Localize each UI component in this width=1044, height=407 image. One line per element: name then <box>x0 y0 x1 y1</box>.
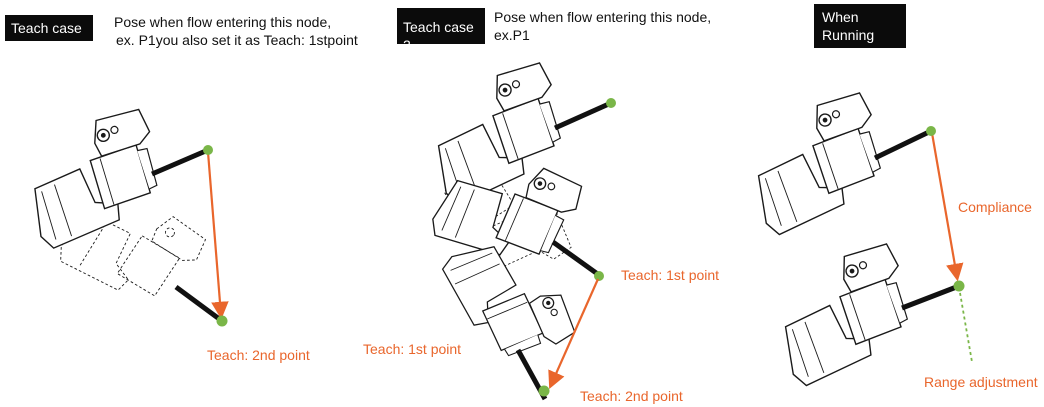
teach-case-2-tag: Teach case 2 <box>397 8 485 53</box>
when-running-line1: When Running <box>822 9 875 43</box>
running-tool-bottom <box>901 283 960 311</box>
case1-note-line1: Pose when flow entering this node, <box>114 14 332 30</box>
case2-arrow <box>548 278 600 390</box>
case1-ghost-tool <box>174 284 224 324</box>
case1-tool <box>151 147 209 177</box>
case1-second-point <box>216 315 228 327</box>
running-start-point <box>926 126 936 136</box>
running-robot-top <box>740 90 895 238</box>
case1-robot <box>18 107 170 251</box>
case1-note-line2: ex. P1you also set it as Teach: 1stpoint <box>116 32 358 48</box>
compliance-label: Compliance <box>958 199 1032 215</box>
case2-note-line1: Pose when flow entering this node, <box>494 9 712 25</box>
case2-note-line2: ex.P1 <box>494 27 530 43</box>
range-adjustment-line <box>958 286 973 363</box>
case2-middle-point <box>594 271 604 281</box>
case2-robot-bottom <box>439 227 578 371</box>
running-robot-bottom <box>767 241 922 389</box>
range-adjustment-label: Range adjustment <box>924 374 1038 390</box>
case2-teach-2nd-point-label: Teach: 2nd point <box>580 388 683 404</box>
case1-arrow <box>206 151 229 320</box>
when-running-tag: When Running (Both Case) <box>814 4 906 61</box>
teach-case-1-label: Teach case 1 <box>11 20 82 54</box>
case1-note: Pose when flow entering this node, ex. P… <box>104 13 384 49</box>
running-end-point <box>953 280 965 292</box>
case1-teach-2nd-point-label: Teach: 2nd point <box>207 347 310 363</box>
case2-note: Pose when flow entering this node, ex.P1 <box>494 8 734 44</box>
compliance-arrow <box>930 132 964 282</box>
case2-end-point <box>538 385 550 397</box>
case1-first-point <box>203 145 213 155</box>
running-tool-top <box>873 128 933 161</box>
teach-case-2-label: Teach case 2 <box>403 19 474 53</box>
teach-case-1-tag: Teach case 1 <box>5 15 93 54</box>
case2-tool-top <box>553 100 613 131</box>
case2-teach-1st-point-label-right: Teach: 1st point <box>621 267 720 283</box>
when-running-line2: (Both Case) <box>822 45 897 61</box>
case2-teach-1st-point-label-left: Teach: 1st point <box>363 341 462 357</box>
case2-tool-middle <box>551 239 601 278</box>
case2-top-point <box>606 98 616 108</box>
